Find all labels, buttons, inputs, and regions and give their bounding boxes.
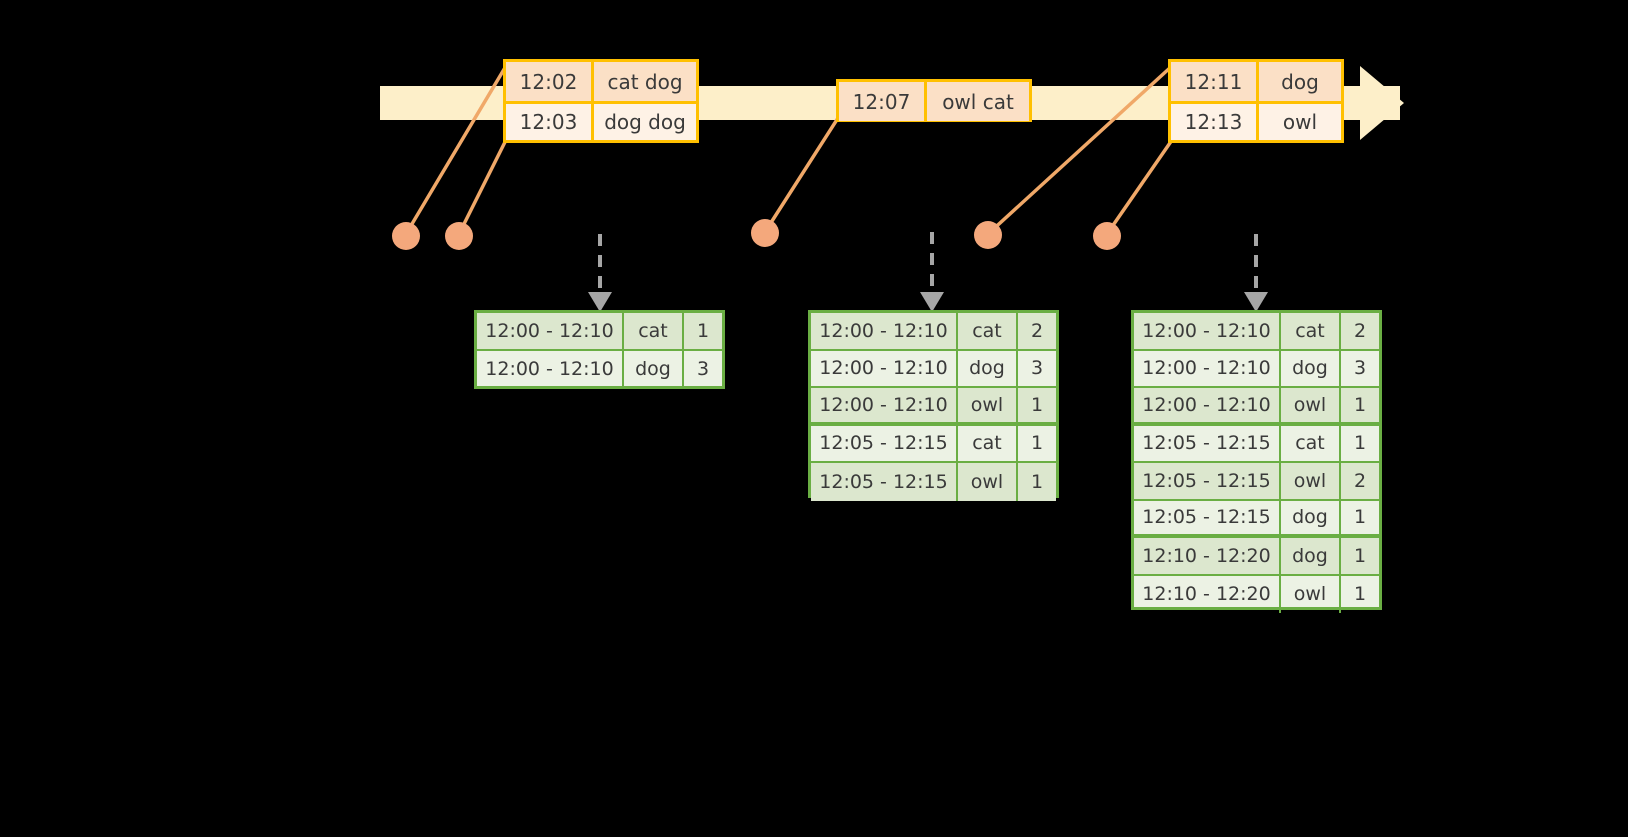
agg-table-2[interactable]: 12:00 - 12:10 cat 2 12:00 - 12:10 dog 3 … — [808, 310, 1059, 501]
cell-word: cat — [622, 313, 682, 349]
table-row[interactable]: 12:00 - 12:10 dog 3 — [811, 350, 1056, 388]
cell-word: owl — [1279, 575, 1339, 613]
trigger-arrow-3 — [1244, 234, 1268, 312]
table-row[interactable]: 12:05 - 12:15 owl 2 — [1134, 463, 1379, 501]
cell-window: 12:00 - 12:10 — [819, 393, 948, 416]
cell-window: 12:00 - 12:10 — [819, 319, 948, 342]
cell-count: 1 — [1339, 538, 1379, 574]
table-row[interactable]: 12:00 - 12:10 cat 1 — [477, 313, 722, 351]
event-row[interactable]: 12:03 dog dog — [506, 101, 696, 140]
cell-window: 12:10 - 12:20 — [1142, 544, 1271, 567]
trigger-arrows — [588, 232, 1268, 312]
cell-count: 3 — [682, 350, 722, 388]
table-row[interactable]: 12:10 - 12:20 dog 1 — [1134, 538, 1379, 576]
table-row[interactable]: 12:05 - 12:15 cat 1 — [1134, 425, 1379, 463]
event-group-2[interactable]: 12:07 owl cat — [836, 79, 1032, 122]
cell-word: dog — [1279, 500, 1339, 534]
event-dot-3 — [751, 219, 779, 247]
cell-window: 12:05 - 12:15 — [1142, 506, 1271, 529]
cell-count: 1 — [1339, 388, 1379, 422]
cell-word: dog — [1279, 538, 1339, 574]
table-row[interactable]: 12:05 - 12:15 owl 1 — [811, 463, 1056, 501]
cell-window: 12:00 - 12:10 — [1142, 357, 1271, 380]
table-row[interactable]: 12:05 - 12:15 dog 1 — [1134, 500, 1379, 538]
connector-line-5 — [1105, 138, 1174, 236]
table-row[interactable]: 12:00 - 12:10 cat 2 — [811, 313, 1056, 351]
event-dot-1 — [392, 222, 420, 250]
cell-word: cat — [1279, 313, 1339, 349]
event-words: owl — [1256, 104, 1341, 140]
cell-window: 12:00 - 12:10 — [485, 358, 614, 381]
cell-window: 12:05 - 12:15 — [1142, 432, 1271, 455]
cell-word: cat — [956, 425, 1016, 461]
cell-window: 12:00 - 12:10 — [819, 357, 948, 380]
cell-count: 1 — [1016, 425, 1056, 461]
cell-window: 12:00 - 12:10 — [1142, 393, 1271, 416]
event-time: 12:02 — [519, 69, 578, 94]
cell-word: dog — [622, 350, 682, 388]
connector-line-3 — [763, 116, 840, 234]
cell-count: 1 — [1016, 388, 1056, 422]
event-time: 12:13 — [1184, 110, 1243, 134]
cell-count: 1 — [1016, 463, 1056, 501]
cell-count: 1 — [1339, 425, 1379, 461]
table-row[interactable]: 12:00 - 12:10 dog 3 — [1134, 350, 1379, 388]
table-row[interactable]: 12:00 - 12:10 cat 2 — [1134, 313, 1379, 351]
event-time: 12:11 — [1184, 69, 1243, 94]
event-row[interactable]: 12:02 cat dog — [506, 62, 696, 101]
connector-line-4 — [986, 64, 1174, 236]
event-group-1[interactable]: 12:02 cat dog 12:03 dog dog — [503, 59, 699, 143]
event-words: owl cat — [924, 82, 1029, 121]
cell-word: owl — [1279, 388, 1339, 422]
event-row[interactable]: 12:07 owl cat — [839, 82, 1029, 121]
event-words: dog — [1256, 62, 1341, 101]
connector-line-1 — [404, 64, 508, 236]
table-row[interactable]: 12:05 - 12:15 cat 1 — [811, 425, 1056, 463]
cell-count: 1 — [1339, 500, 1379, 534]
cell-window: 12:05 - 12:15 — [819, 432, 948, 455]
cell-word: owl — [956, 388, 1016, 422]
cell-window: 12:05 - 12:15 — [1142, 469, 1271, 492]
cell-window: 12:10 - 12:20 — [1142, 583, 1271, 606]
connector-lines — [404, 64, 1174, 236]
table-row[interactable]: 12:00 - 12:10 owl 1 — [811, 388, 1056, 426]
cell-count: 1 — [1339, 575, 1379, 613]
cell-word: owl — [1279, 463, 1339, 499]
processing-time-dots — [392, 219, 1121, 250]
cell-count: 1 — [682, 313, 722, 349]
event-time: 12:03 — [519, 110, 578, 134]
trigger-arrow-1 — [588, 234, 612, 312]
event-words: cat dog — [591, 62, 696, 101]
connector-line-2 — [457, 138, 508, 236]
cell-count: 3 — [1339, 350, 1379, 386]
cell-window: 12:00 - 12:10 — [1142, 319, 1271, 342]
cell-window: 12:05 - 12:15 — [819, 470, 948, 493]
trigger-arrow-2 — [920, 232, 944, 312]
agg-table-3[interactable]: 12:00 - 12:10 cat 2 12:00 - 12:10 dog 3 … — [1131, 310, 1382, 613]
cell-count: 2 — [1339, 463, 1379, 499]
agg-table-1[interactable]: 12:00 - 12:10 cat 1 12:00 - 12:10 dog 3 — [474, 310, 725, 389]
event-time: 12:07 — [852, 89, 911, 114]
event-dot-4 — [974, 221, 1002, 249]
cell-word: owl — [956, 463, 1016, 501]
cell-word: cat — [1279, 425, 1339, 461]
cell-word: dog — [956, 350, 1016, 386]
event-row[interactable]: 12:11 dog — [1171, 62, 1341, 101]
event-dot-2 — [445, 222, 473, 250]
cell-count: 3 — [1016, 350, 1056, 386]
event-dot-5 — [1093, 222, 1121, 250]
cell-word: cat — [956, 313, 1016, 349]
cell-window: 12:00 - 12:10 — [485, 319, 614, 342]
event-group-3[interactable]: 12:11 dog 12:13 owl — [1168, 59, 1344, 143]
table-row[interactable]: 12:00 - 12:10 dog 3 — [477, 350, 722, 388]
table-row[interactable]: 12:00 - 12:10 owl 1 — [1134, 388, 1379, 426]
cell-count: 2 — [1339, 313, 1379, 349]
cell-count: 2 — [1016, 313, 1056, 349]
event-row[interactable]: 12:13 owl — [1171, 101, 1341, 140]
table-row[interactable]: 12:10 - 12:20 owl 1 — [1134, 575, 1379, 613]
cell-word: dog — [1279, 350, 1339, 386]
event-words: dog dog — [591, 104, 696, 140]
